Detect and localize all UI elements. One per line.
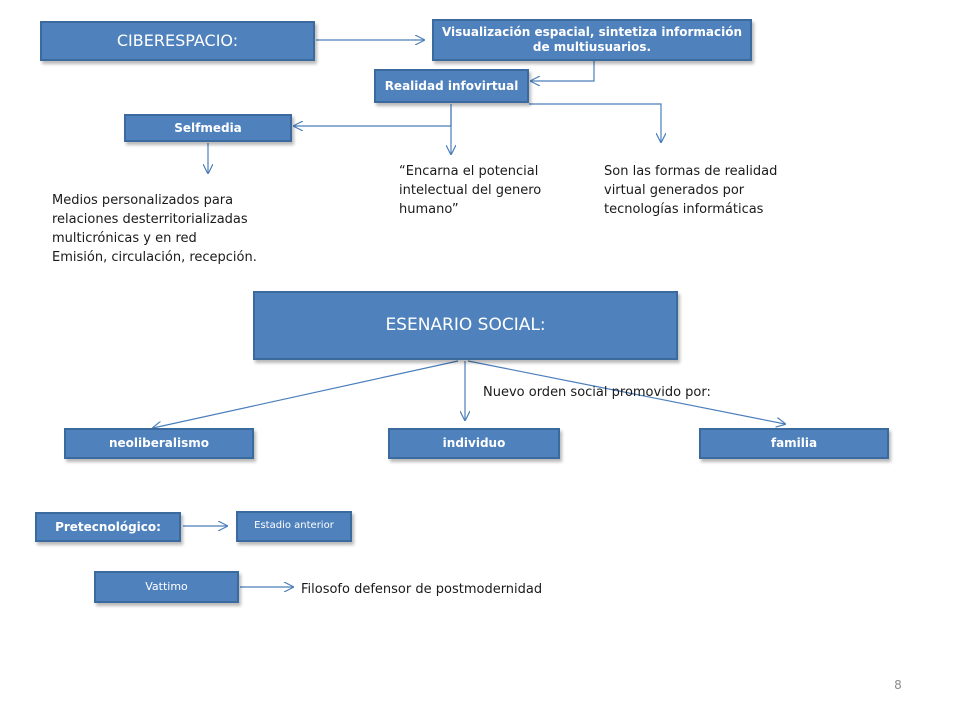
individuo-node: individuo	[388, 428, 560, 459]
filosofo-note-line: Filosofo defensor de postmodernidad	[301, 582, 543, 597]
medios-note-line: Emisión, circulación, recepción.	[52, 250, 257, 265]
medios-note-line: multicrónicas y en red	[52, 231, 197, 246]
medios-note-line: relaciones desterritorializadas	[52, 212, 248, 227]
selfmedia-node: Selfmedia	[124, 114, 292, 142]
nuevo-orden-note: Nuevo orden social promovido por:	[483, 383, 743, 402]
formas-note-line: Son las formas de realidad	[604, 164, 778, 179]
page-number: 8	[894, 678, 902, 692]
realidad-infovirtual-node: Realidad infovirtual	[374, 69, 529, 103]
encarna-note: “Encarna el potencial intelectual del ge…	[399, 162, 589, 219]
visualizacion-node: Visualización espacial, sintetiza inform…	[432, 19, 752, 61]
familia-node: familia	[699, 428, 889, 459]
encarna-note-line: “Encarna el potencial	[399, 164, 539, 179]
arrow-realidad-to-selfmedia	[294, 104, 452, 126]
encarna-note-line: humano”	[399, 202, 459, 217]
arrow-realidad-to-formas	[529, 103, 661, 142]
formas-note: Son las formas de realidad virtual gener…	[604, 162, 804, 219]
esenario-social-node: ESENARIO SOCIAL:	[253, 291, 678, 360]
formas-note-line: tecnologías informáticas	[604, 202, 764, 217]
encarna-note-line: intelectual del genero	[399, 183, 542, 198]
medios-note-line: Medios personalizados para	[52, 193, 234, 208]
neoliberalismo-node: neoliberalismo	[64, 428, 254, 459]
nuevo-orden-note-line: Nuevo orden social promovido por:	[483, 385, 711, 400]
medios-note: Medios personalizados para relaciones de…	[52, 191, 292, 267]
estadio-anterior-node: Estadio anterior	[236, 511, 352, 542]
formas-note-line: virtual generados por	[604, 183, 745, 198]
arrow-esenario-to-neoliberalismo	[153, 360, 459, 428]
vattimo-node: Vattimo	[94, 571, 239, 603]
ciberespacio-node: CIBERESPACIO:	[40, 21, 315, 61]
filosofo-note: Filosofo defensor de postmodernidad	[301, 580, 581, 599]
pretecnologico-node: Pretecnológico:	[35, 512, 181, 542]
arrow-visualizacion-to-realidad	[531, 61, 595, 81]
